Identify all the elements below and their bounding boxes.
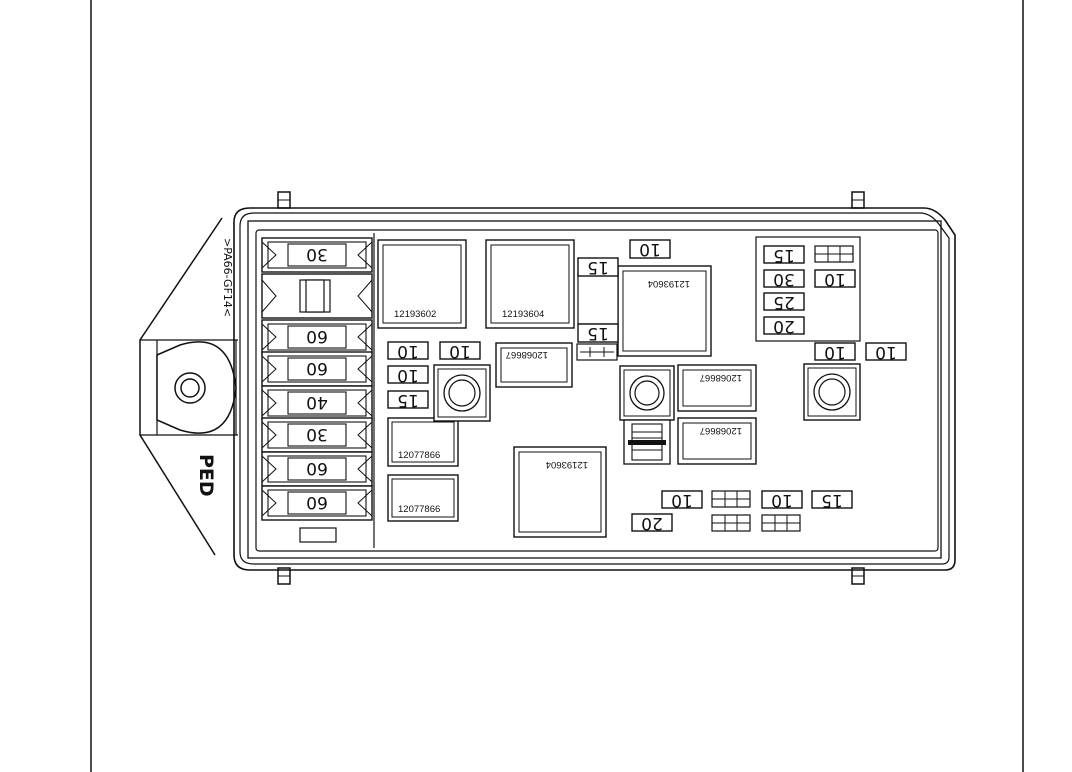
left-fuse-6: 60 <box>261 451 373 487</box>
mini-fuse-right-row-2: 10 <box>865 342 907 362</box>
mini-fuse-row-a-2: 10 <box>439 341 481 361</box>
left-fuse-4: 40 <box>261 385 373 421</box>
housing <box>233 207 956 571</box>
mini-fuse-right-row-1: 10 <box>814 342 856 362</box>
relay-small-1: 12068667 <box>495 342 573 388</box>
relay-left-lower-2-part-number: 12077866 <box>398 504 440 515</box>
left-fuse-5: 30 <box>261 417 373 453</box>
svg-text:10: 10 <box>771 490 793 510</box>
left-flange <box>139 217 238 556</box>
mini-fuse-bottom-10-b: 10 <box>761 490 803 510</box>
mini-fuse-right-25: 25 <box>763 292 805 312</box>
stud-2 <box>619 365 675 421</box>
relay-center-bottom-part-number: 12193604 <box>546 459 588 470</box>
ped-mark-label: PED <box>195 454 217 497</box>
left-fuse-1-rating: 30 <box>306 244 328 264</box>
relay-small-2-part-number: 12068667 <box>700 372 742 383</box>
relay-left-lower-1: 12077866 <box>387 417 459 467</box>
left-fuse-6-rating: 60 <box>306 458 328 478</box>
svg-text:15: 15 <box>587 323 609 343</box>
svg-text:10: 10 <box>397 341 419 361</box>
diode-component <box>623 419 671 465</box>
left-fuse-1: 30 <box>261 237 373 273</box>
svg-text:30: 30 <box>773 269 795 289</box>
mini-fuse-right-20: 20 <box>763 316 805 336</box>
right-fuse-cluster-frame <box>755 236 861 342</box>
left-fuse-bottom-terminal <box>299 527 337 543</box>
relay-center-top-part-number: 12193604 <box>648 278 690 289</box>
relay-small-1-part-number: 12068667 <box>506 349 548 360</box>
relay-center-bottom: 12193604 <box>513 446 607 538</box>
left-fuse-strip: 30 60 60 40 30 60 60 <box>261 237 373 543</box>
mini-fuse-bottom-20: 20 <box>631 513 673 533</box>
stud-1 <box>433 364 491 422</box>
connector-between-relays <box>577 271 619 325</box>
relay-left-lower-2: 12077866 <box>387 474 459 522</box>
svg-text:10: 10 <box>824 269 846 289</box>
empty-fuse-slots <box>711 245 854 532</box>
mini-fuse-right-30: 30 <box>763 269 805 289</box>
left-fuse-2-rating: 60 <box>306 326 328 346</box>
relay-upper-1: 12193602 <box>377 239 467 329</box>
relay-small-3: 12068667 <box>677 417 757 465</box>
mini-fuse-upper-left-15: 15 <box>577 257 619 277</box>
left-fuse-5-rating: 30 <box>306 424 328 444</box>
svg-text:15: 15 <box>397 390 419 410</box>
left-fuse-4-rating: 40 <box>306 392 328 412</box>
left-fuse-empty-slot <box>261 273 373 319</box>
mounting-tabs <box>277 191 865 585</box>
mini-fuse-top-center: 10 <box>629 239 671 259</box>
relay-small-2: 12068667 <box>677 364 757 412</box>
mini-fuse-row-b: 10 <box>387 365 429 385</box>
relay-upper-1-part-number: 12193602 <box>394 309 436 320</box>
left-fuse-3-rating: 60 <box>306 358 328 378</box>
svg-text:15: 15 <box>773 245 795 265</box>
stud-3 <box>803 363 861 421</box>
svg-text:15: 15 <box>821 490 843 510</box>
svg-text:15: 15 <box>587 257 609 277</box>
mini-fuse-right-top-15: 15 <box>763 245 805 265</box>
mini-fuse-bottom-10-a: 10 <box>661 490 703 510</box>
svg-text:10: 10 <box>397 365 419 385</box>
relay-center-top: 12193604 <box>617 265 712 357</box>
relay-small-3-part-number: 12068667 <box>700 425 742 436</box>
relay-left-lower-1-part-number: 12077866 <box>398 450 440 461</box>
svg-text:20: 20 <box>641 513 663 533</box>
left-fuse-7-rating: 60 <box>306 492 328 512</box>
mini-fuse-row-a-1: 10 <box>387 341 429 361</box>
svg-text:10: 10 <box>824 342 846 362</box>
material-code-label: >PA66-GF14< <box>221 238 234 317</box>
left-fuse-7: 60 <box>261 485 373 521</box>
svg-text:20: 20 <box>773 316 795 336</box>
mini-fuse-lower-left-15: 15 <box>577 323 619 343</box>
svg-text:10: 10 <box>671 490 693 510</box>
svg-text:10: 10 <box>875 342 897 362</box>
left-fuse-2: 60 <box>261 319 373 355</box>
relay-upper-2: 12193604 <box>485 239 575 329</box>
mini-fuse-bottom-15: 15 <box>811 490 853 510</box>
relay-upper-2-part-number: 12193604 <box>502 309 544 320</box>
left-fuse-3: 60 <box>261 351 373 387</box>
small-diode-block <box>576 343 618 361</box>
svg-text:10: 10 <box>639 239 661 259</box>
mini-fuse-right-10: 10 <box>814 269 856 289</box>
svg-text:25: 25 <box>773 292 795 312</box>
mini-fuse-row-c: 15 <box>387 390 429 410</box>
svg-text:10: 10 <box>449 341 471 361</box>
